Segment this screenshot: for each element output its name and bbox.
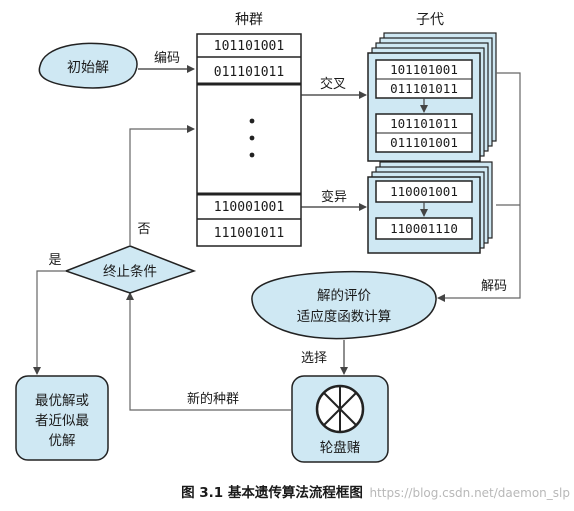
figure-caption: 图 3.1 基本遗传算法流程框图 <box>181 484 363 501</box>
population-row: 101101001 <box>214 39 284 54</box>
optimal-line2: 者近似最 <box>35 413 89 429</box>
optimal-solution-node: 最优解或 者近似最 优解 <box>15 375 109 461</box>
crossover-child-row: 101101011 <box>390 116 458 131</box>
new-population-label: 新的种群 <box>187 391 239 407</box>
encode-label: 编码 <box>154 51 180 66</box>
offspring-title: 子代 <box>416 12 444 28</box>
optimal-line3: 优解 <box>49 433 76 449</box>
select-label: 选择 <box>301 351 327 366</box>
population-row: 111001011 <box>214 226 284 241</box>
evaluation-line2: 适应度函数计算 <box>297 308 392 325</box>
population-title: 种群 <box>235 12 263 28</box>
mutation-stack: 110001001 110001110 <box>367 161 493 254</box>
roulette-label: 轮盘赌 <box>320 439 361 456</box>
evaluation-node: 解的评价 适应度函数计算 <box>251 270 437 340</box>
no-label: 否 <box>137 222 150 237</box>
termination-node: 终止条件 <box>63 245 197 294</box>
crossover-label: 交叉 <box>320 76 346 92</box>
population-row: 110001001 <box>214 200 284 215</box>
mutation-before-row: 110001001 <box>390 184 458 199</box>
mutation-label: 变异 <box>321 189 347 205</box>
crossover-child-row: 011101001 <box>390 135 458 150</box>
watermark: https://blog.csdn.net/daemon_slp <box>369 486 570 500</box>
ellipsis-dot <box>249 118 255 124</box>
initial-solution-node: 初始解 <box>38 42 138 89</box>
yes-label: 是 <box>48 253 61 268</box>
initial-solution-label: 初始解 <box>67 59 109 76</box>
new-population-arrow <box>126 292 292 411</box>
roulette-node: 轮盘赌 <box>291 375 389 463</box>
evaluation-line1: 解的评价 <box>317 288 371 304</box>
no-branch-arrow <box>129 125 195 246</box>
decode-connector <box>444 72 521 299</box>
crossover-parent-row: 011101011 <box>390 81 458 96</box>
ellipsis-dot <box>249 135 255 141</box>
ellipsis-dot <box>249 152 255 158</box>
mutation-after-row: 110001110 <box>390 221 458 236</box>
crossover-stack: 101101001 011101011 101101011 011101001 <box>367 32 497 162</box>
population-column: 种群 101101001 011101011 110001001 1110010… <box>196 12 302 247</box>
decode-label: 解码 <box>481 279 507 294</box>
termination-label: 终止条件 <box>103 263 157 280</box>
yes-branch-arrow <box>33 270 66 375</box>
optimal-line1: 最优解或 <box>35 393 89 409</box>
population-row: 011101011 <box>214 65 284 80</box>
roulette-wheel-icon <box>315 384 365 434</box>
crossover-parent-row: 101101001 <box>390 62 458 77</box>
